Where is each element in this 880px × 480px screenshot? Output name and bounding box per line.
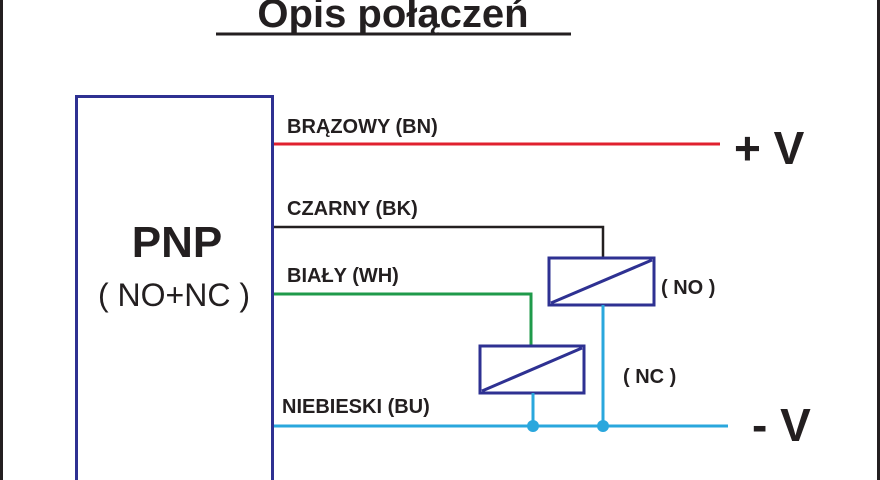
terminal-negative: - V bbox=[752, 399, 811, 451]
wire-label-white: BIAŁY (WH) bbox=[287, 265, 399, 287]
wire-label-black: CZARNY (BK) bbox=[287, 198, 418, 220]
page-title: Opis połączeń bbox=[257, 0, 528, 36]
relay-nc-label: ( NC ) bbox=[623, 366, 676, 388]
relay-no-label: ( NO ) bbox=[661, 277, 715, 299]
wire-label-blue: NIEBIESKI (BU) bbox=[282, 396, 430, 418]
sensor-mode: ( NO+NC ) bbox=[98, 277, 250, 313]
wire-white bbox=[274, 292, 533, 346]
junction-dot-1 bbox=[527, 420, 539, 432]
junction-dot-2 bbox=[597, 420, 609, 432]
terminal-positive: + V bbox=[734, 122, 805, 174]
relay-no-diagonal bbox=[550, 258, 653, 305]
sensor-box bbox=[75, 95, 274, 480]
relay-nc-diagonal bbox=[481, 346, 583, 393]
wire-black bbox=[274, 225, 605, 258]
wire-label-brown: BRĄZOWY (BN) bbox=[287, 116, 438, 138]
sensor-type: PNP bbox=[132, 218, 222, 267]
